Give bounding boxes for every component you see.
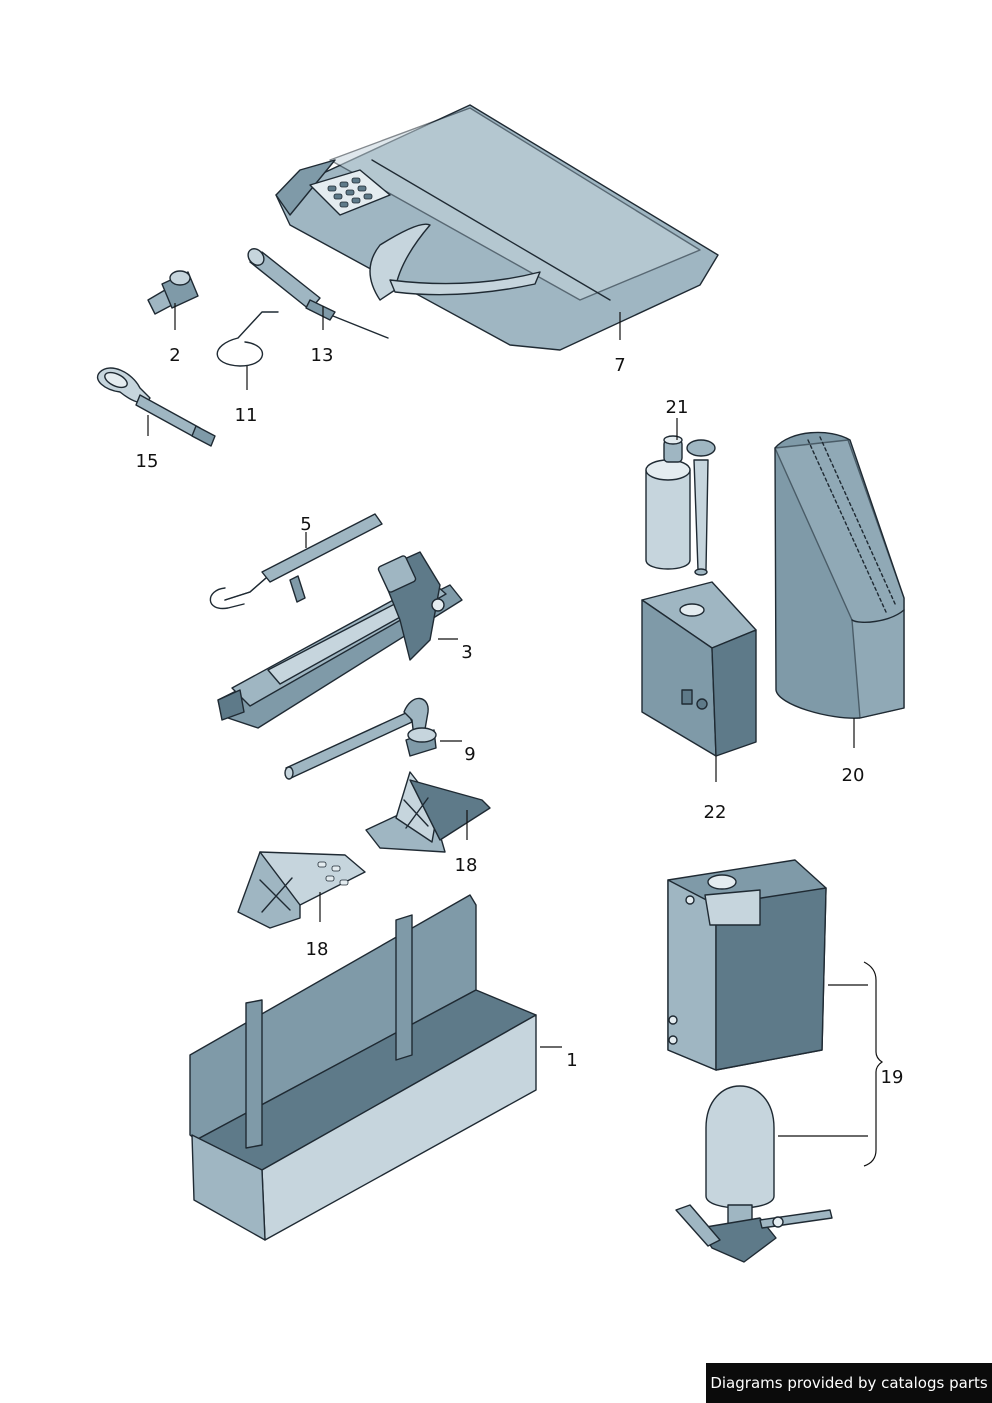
callout-3: 3 xyxy=(461,642,472,663)
part-18-wheel-chock-lower xyxy=(237,851,366,929)
part-19-canister xyxy=(667,859,827,1071)
part-13-screwdriver xyxy=(247,248,389,339)
callout-11: 11 xyxy=(235,405,258,426)
callout-21: 21 xyxy=(666,397,689,418)
part-19-compressor-unit xyxy=(675,1085,833,1263)
callout-9: 9 xyxy=(464,744,475,765)
leader-lines xyxy=(147,303,884,1167)
callout-5: 5 xyxy=(300,514,311,535)
callout-18-lower: 18 xyxy=(306,939,329,960)
callout-7: 7 xyxy=(614,355,625,376)
part-20-storage-bag xyxy=(774,431,905,719)
part-22-compressor-box xyxy=(641,581,757,757)
part-5-crank-handle xyxy=(209,513,383,610)
callout-2: 2 xyxy=(169,345,180,366)
part-11-wire-clip xyxy=(216,311,279,367)
part-7-tool-bag xyxy=(275,104,719,351)
part-18-wheel-chock-upper xyxy=(365,771,491,853)
part-2-knurled-bolt xyxy=(147,270,199,315)
part-21-sealant-bottle xyxy=(645,435,716,576)
part-15-towing-eye xyxy=(96,367,216,447)
callout-19: 19 xyxy=(881,1067,904,1088)
part-3-scissor-jack xyxy=(217,551,463,729)
callout-1: 1 xyxy=(566,1050,577,1071)
callout-13: 13 xyxy=(311,345,334,366)
callout-18-upper: 18 xyxy=(455,855,478,876)
callout-22: 22 xyxy=(704,802,727,823)
part-1-storage-box xyxy=(189,894,537,1241)
callout-15: 15 xyxy=(136,451,159,472)
watermark-banner: Diagrams provided by catalogs parts xyxy=(706,1363,992,1403)
callout-20: 20 xyxy=(842,765,865,786)
part-9-wheel-brace xyxy=(284,697,437,780)
